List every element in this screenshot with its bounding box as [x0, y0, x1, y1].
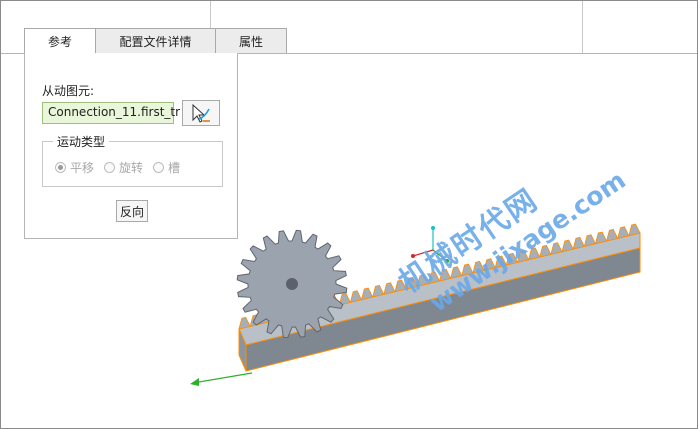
rack-tooth [505, 252, 519, 266]
rack-tooth [372, 284, 385, 298]
rack-tooth [572, 236, 585, 250]
radio-slot-label: 槽 [168, 161, 181, 175]
rack-tooth [238, 316, 251, 330]
rack-tooth [461, 263, 474, 277]
rack-tooth [516, 250, 530, 263]
header-separator [210, 0, 211, 53]
header-separator [582, 0, 583, 53]
rack-tooth [594, 231, 608, 245]
rack-tooth [583, 234, 597, 247]
radio-rotate[interactable]: 旋转 [104, 159, 143, 176]
radio-slot[interactable]: 槽 [153, 159, 180, 176]
rack-tooth [338, 292, 351, 306]
rack-tooth [349, 290, 363, 303]
rack-tooth [483, 258, 496, 271]
motion-type-group: 运动类型 平移 旋转 槽 [42, 133, 223, 187]
tab-profile-details[interactable]: 配置文件详情 [95, 28, 216, 53]
gear-hole [286, 278, 298, 290]
rack-tooth [606, 228, 619, 242]
reference-panel: 从动图元: Connection_11.first_tr 运动类型 平移 旋转 … [24, 53, 238, 239]
coordinate-triad [411, 226, 449, 263]
selection-arrow-icon [192, 103, 210, 123]
rack-tooth [617, 226, 630, 239]
rack-tooth [494, 255, 507, 269]
rack-tooth [550, 242, 563, 255]
tab-properties[interactable]: 属性 [215, 28, 287, 53]
tab-reference[interactable]: 参考 [24, 28, 96, 54]
rack-tooth [539, 244, 552, 258]
rack-tooth [472, 260, 485, 274]
radio-translate[interactable]: 平移 [55, 159, 94, 176]
rack-tooth [383, 282, 396, 295]
radio-unchecked-icon [153, 162, 165, 173]
gear-model[interactable] [236, 229, 348, 339]
rack-tooth [450, 266, 463, 279]
reverse-button[interactable]: 反向 [116, 200, 148, 222]
radio-unchecked-icon [104, 162, 116, 173]
rack-tooth [528, 247, 541, 261]
radio-translate-label: 平移 [70, 161, 95, 175]
driven-entity-label: 从动图元: [42, 84, 95, 98]
tab-strip-baseline [0, 53, 698, 54]
rack-tooth [405, 276, 418, 290]
rack-tooth [628, 223, 641, 237]
select-entity-button[interactable] [182, 100, 220, 126]
radio-checked-icon [55, 162, 66, 173]
motion-type-title: 运动类型 [53, 133, 110, 150]
tab-bar: 参考 配置文件详情 属性 [24, 28, 287, 54]
rack-tooth [561, 239, 574, 253]
driven-entity-field[interactable]: Connection_11.first_tr [42, 102, 180, 124]
rack-tooth [438, 268, 452, 282]
rack-tooth [360, 287, 374, 301]
rack-tooth [394, 279, 407, 293]
axis-arrow [190, 372, 253, 386]
rack-tooth [427, 271, 441, 285]
rack-tooth [416, 274, 429, 287]
radio-rotate-label: 旋转 [119, 161, 144, 175]
